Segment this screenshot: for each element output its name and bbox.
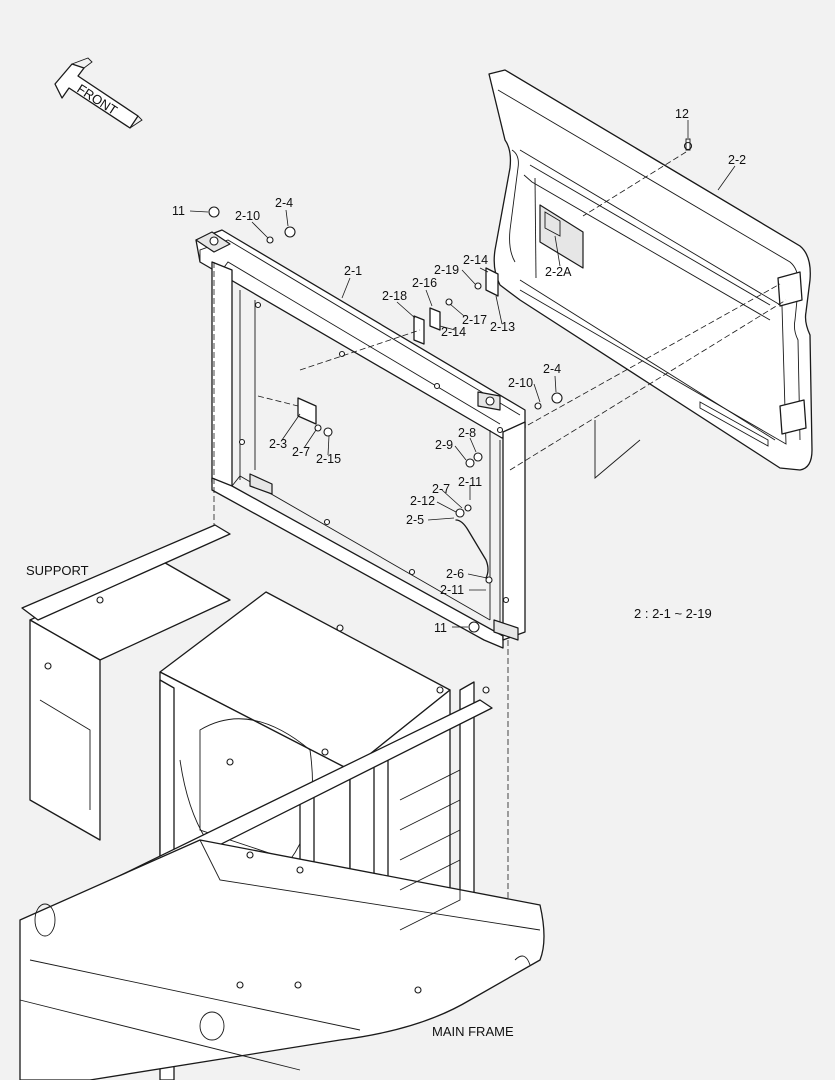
label-2-4-top: 2-4 [275, 196, 293, 210]
label-2-7-left: 2-7 [292, 445, 310, 459]
cover-panel [488, 69, 813, 471]
label-2-13: 2-13 [490, 320, 515, 334]
label-2-18: 2-18 [382, 289, 407, 303]
label-2-16: 2-16 [412, 276, 437, 290]
label-2-11-bottom: 2-11 [440, 583, 464, 597]
front-arrow-icon: FRONT [54, 57, 143, 129]
leader-lines [189, 120, 736, 628]
label-2-2: 2-2 [728, 153, 746, 167]
label-12: 12 [675, 107, 689, 121]
fasteners [208, 206, 563, 633]
label-2-7-right: 2-7 [432, 482, 450, 496]
label-2-19: 2-19 [434, 263, 459, 277]
label-2-15: 2-15 [316, 452, 341, 466]
label-11-top: 11 [172, 204, 185, 218]
label-2-2a: 2-2A [545, 265, 572, 279]
part-labels: 12 2-2 2-2A 11 2-10 2-4 2-1 2-19 2-14 2-… [172, 107, 746, 635]
legend-text: 2 : 2-1 ~ 2-19 [634, 606, 712, 621]
alignment-lines [213, 151, 787, 910]
label-2-10-mid: 2-10 [508, 376, 533, 390]
main-frame-label: MAIN FRAME [432, 1024, 514, 1039]
radiator-frame [195, 229, 526, 649]
support-structure [19, 524, 545, 1080]
label-2-14-top: 2-14 [463, 253, 488, 267]
label-2-12: 2-12 [410, 494, 435, 508]
label-2-9: 2-9 [435, 438, 453, 452]
label-2-8: 2-8 [458, 426, 476, 440]
label-2-11-top: 2-11 [458, 475, 482, 489]
label-2-10-top: 2-10 [235, 209, 260, 223]
support-label: SUPPORT [26, 563, 89, 578]
label-2-1: 2-1 [344, 264, 362, 278]
label-2-5: 2-5 [406, 513, 424, 527]
label-2-4-mid: 2-4 [543, 362, 561, 376]
label-2-3: 2-3 [269, 437, 287, 451]
label-2-17: 2-17 [462, 313, 487, 327]
label-11-bottom: 11 [434, 621, 447, 635]
label-2-6: 2-6 [446, 567, 464, 581]
label-2-14-mid: 2-14 [441, 325, 466, 339]
